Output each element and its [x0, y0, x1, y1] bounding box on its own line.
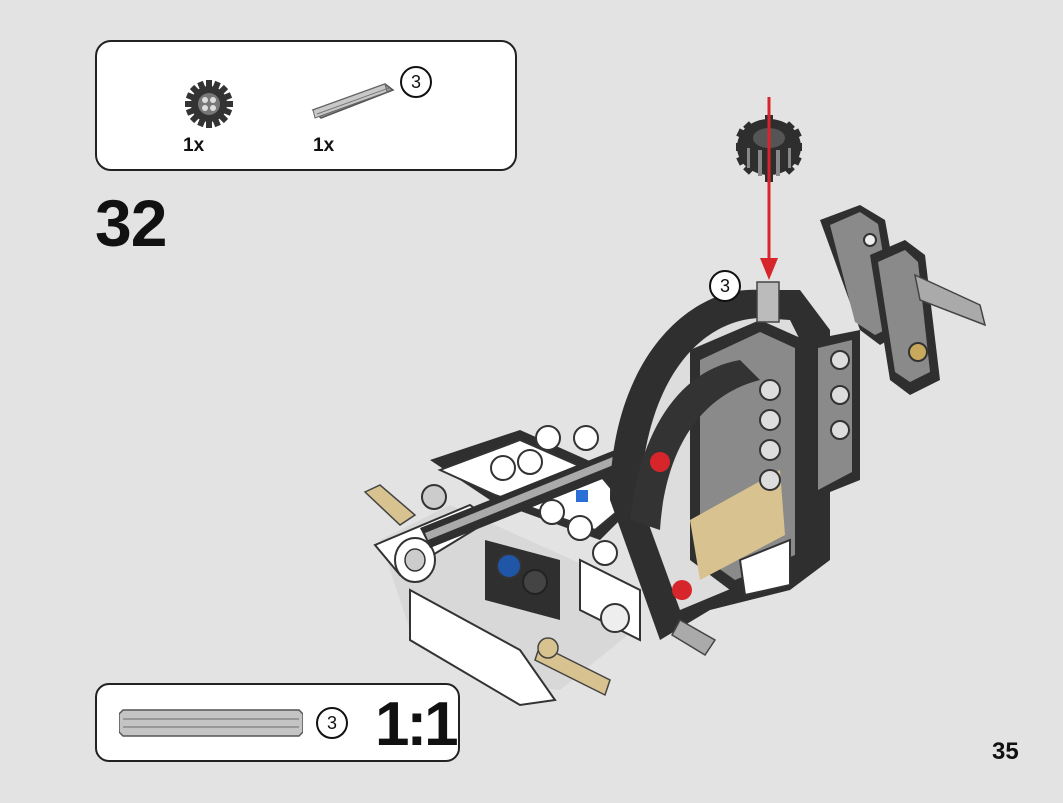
step-number: 32	[95, 186, 167, 260]
insertion-arrow-icon	[760, 97, 778, 280]
axle-3-icon	[311, 83, 395, 119]
scale-guide-box: 3 1:1	[95, 683, 460, 762]
axle-quantity: 1x	[313, 135, 335, 156]
axle-length-callout: 3	[709, 270, 741, 302]
page-number: 35	[992, 738, 1019, 765]
axle-3-actual-size-icon	[119, 709, 303, 737]
axle-length-callout: 3	[400, 66, 432, 98]
parts-list-box: 1x 1x 3	[95, 40, 517, 171]
gear-quantity: 1x	[183, 135, 205, 156]
scale-ratio: 1:1	[375, 690, 459, 759]
axle-length-callout: 3	[316, 707, 348, 739]
rear-frame-icon	[820, 205, 987, 395]
front-frame-icon	[610, 281, 860, 657]
gear-12-tooth-icon	[185, 80, 233, 128]
